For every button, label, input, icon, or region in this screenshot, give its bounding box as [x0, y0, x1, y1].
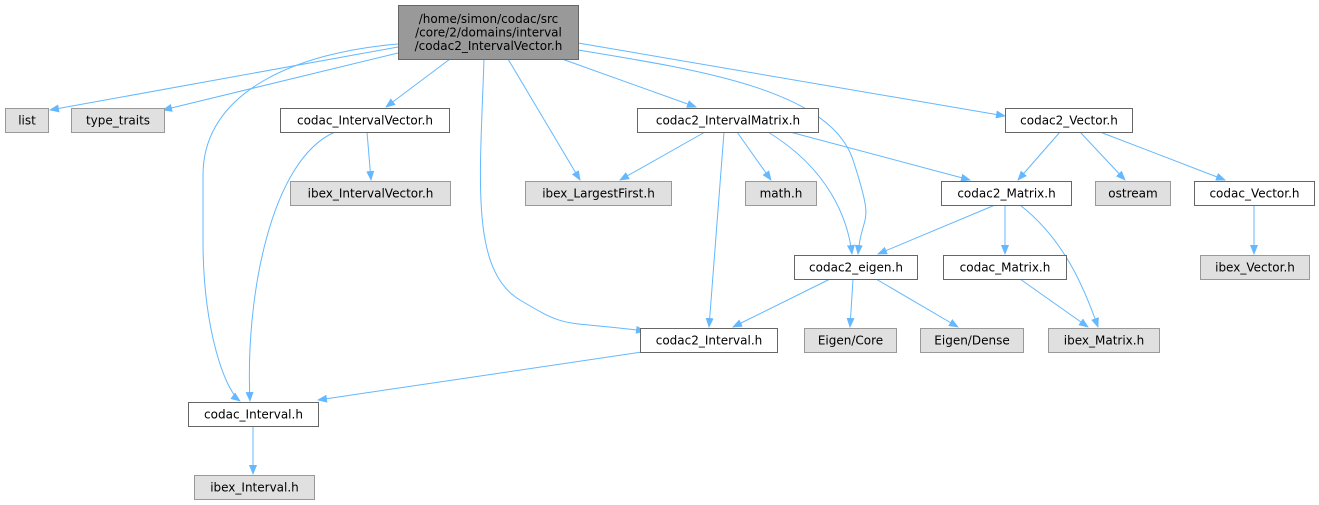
node-label: ibex_IntervalVector.h	[308, 187, 434, 201]
edge-root-to-type_traits	[162, 52, 399, 112]
edge-codac2_eigen_h-to-Eigen_Dense	[875, 278, 959, 328]
node-ibex_Matrix_h: ibex_Matrix.h	[1048, 328, 1160, 353]
node-label: codac2_Interval.h	[656, 334, 763, 348]
edge-root-to-codac2_IntervalMatrix_h	[561, 58, 697, 108]
node-box	[1200, 255, 1310, 280]
edge-root-to-codac2_eigen_h	[577, 49, 867, 255]
edge-codac2_eigen_h-to-codac2_Interval_h	[732, 278, 831, 328]
edge-codac_Matrix_h-to-ibex_Matrix_h	[1019, 278, 1089, 328]
node-label: codac_IntervalVector.h	[297, 114, 433, 128]
node-label: ibex_Interval.h	[210, 481, 299, 495]
node-codac2_Matrix_h[interactable]: codac2_Matrix.h	[941, 181, 1072, 206]
node-box	[188, 402, 319, 427]
edge-codac2_Matrix_h-to-codac2_eigen_h	[877, 204, 996, 255]
node-ostream: ostream	[1095, 181, 1171, 206]
node-box	[637, 108, 819, 133]
node-label: ibex_Vector.h	[1215, 261, 1295, 275]
node-label: list	[18, 114, 36, 128]
node-ibex_IntervalVector_h: ibex_IntervalVector.h	[290, 181, 451, 206]
edge-root-to-codac2_Interval_h	[479, 58, 646, 334]
nodes: /home/simon/codac/src/core/2/domains/int…	[5, 5, 1315, 500]
edge-codac2_Interval_h-to-codac_Interval_h	[317, 351, 643, 403]
edge-codac_IntervalVector_h-to-codac_Interval_h	[245, 131, 336, 402]
node-box	[1095, 181, 1171, 206]
node-ibex_Vector_h: ibex_Vector.h	[1200, 255, 1310, 280]
node-box	[943, 255, 1067, 280]
node-Eigen_Core: Eigen/Core	[804, 328, 897, 353]
node-Eigen_Dense: Eigen/Dense	[920, 328, 1024, 353]
node-box	[745, 181, 817, 206]
node-ibex_LargestFirst_h: ibex_LargestFirst.h	[525, 181, 672, 206]
edge-codac2_eigen_h-to-Eigen_Core	[846, 278, 855, 328]
edge-codac2_Vector_h-to-codac_Vector_h	[1099, 131, 1226, 181]
node-box	[71, 108, 165, 133]
node-box	[194, 475, 315, 500]
edge-codac2_Vector_h-to-ostream	[1079, 131, 1126, 181]
node-box	[941, 181, 1072, 206]
node-label: codac2_IntervalMatrix.h	[656, 114, 800, 128]
node-codac_Matrix_h[interactable]: codac_Matrix.h	[943, 255, 1067, 280]
node-label: ibex_Matrix.h	[1064, 334, 1144, 348]
edges	[49, 42, 1258, 475]
node-box	[794, 255, 918, 280]
edge-root-to-codac2_Vector_h	[577, 42, 1006, 119]
edge-codac2_IntervalMatrix_h-to-codac2_Matrix_h	[789, 131, 971, 182]
node-box	[280, 108, 450, 133]
node-box	[1005, 108, 1133, 133]
node-box	[5, 108, 49, 133]
node-type_traits: type_traits	[71, 108, 165, 133]
edge-root-to-ibex_LargestFirst_h	[507, 58, 581, 181]
node-label: codac2_Vector.h	[1020, 114, 1118, 128]
node-label: codac_Interval.h	[204, 408, 303, 422]
node-box	[290, 181, 451, 206]
node-box	[1048, 328, 1160, 353]
node-codac2_eigen_h[interactable]: codac2_eigen.h	[794, 255, 918, 280]
node-math_h: math.h	[745, 181, 817, 206]
node-codac2_Vector_h[interactable]: codac2_Vector.h	[1005, 108, 1133, 133]
edge-codac2_Matrix_h-to-ibex_Matrix_h	[1019, 204, 1099, 328]
edge-codac2_IntervalMatrix_h-to-math_h	[736, 131, 772, 181]
edge-root-to-list	[49, 46, 399, 113]
node-label: /codac2_IntervalVector.h	[415, 39, 563, 53]
node-codac_IntervalVector_h[interactable]: codac_IntervalVector.h	[280, 108, 450, 133]
node-box	[804, 328, 897, 353]
node-label: codac_Vector.h	[1209, 187, 1299, 201]
node-box	[525, 181, 672, 206]
node-codac2_IntervalMatrix_h[interactable]: codac2_IntervalMatrix.h	[637, 108, 819, 133]
node-codac2_Interval_h[interactable]: codac2_Interval.h	[640, 328, 778, 353]
node-box	[640, 328, 778, 353]
edge-codac2_Vector_h-to-codac2_Matrix_h	[1017, 131, 1061, 181]
node-label: math.h	[760, 187, 803, 201]
edge-root-to-codac_IntervalVector_h	[385, 58, 451, 108]
node-codac_Vector_h[interactable]: codac_Vector.h	[1194, 181, 1315, 206]
node-label: codac_Matrix.h	[960, 261, 1051, 275]
node-label: /core/2/domains/interval	[415, 26, 562, 40]
edge-codac2_IntervalMatrix_h-to-ibex_LargestFirst_h	[619, 131, 706, 181]
edge-codac2_IntervalMatrix_h-to-codac2_eigen_h	[767, 131, 855, 255]
edge-root-to-codac_Interval_h	[202, 43, 399, 402]
node-label: Eigen/Dense	[934, 334, 1009, 348]
node-label: codac2_Matrix.h	[957, 187, 1055, 201]
edge-codac_IntervalVector_h-to-ibex_IntervalVector_h	[366, 131, 375, 181]
node-codac_Interval_h[interactable]: codac_Interval.h	[188, 402, 319, 427]
node-list: list	[5, 108, 49, 133]
node-box	[1194, 181, 1315, 206]
edge-codac2_IntervalMatrix_h-to-codac2_Interval_h	[705, 131, 725, 328]
node-label: /home/simon/codac/src	[419, 12, 558, 26]
node-label: ibex_LargestFirst.h	[542, 187, 655, 201]
node-ibex_Interval_h: ibex_Interval.h	[194, 475, 315, 500]
node-label: codac2_eigen.h	[809, 261, 903, 275]
node-label: Eigen/Core	[818, 334, 883, 348]
node-label: ostream	[1108, 187, 1157, 201]
node-label: type_traits	[86, 114, 150, 128]
node-box	[920, 328, 1024, 353]
node-box	[398, 5, 579, 60]
node-root[interactable]: /home/simon/codac/src/core/2/domains/int…	[398, 5, 579, 60]
